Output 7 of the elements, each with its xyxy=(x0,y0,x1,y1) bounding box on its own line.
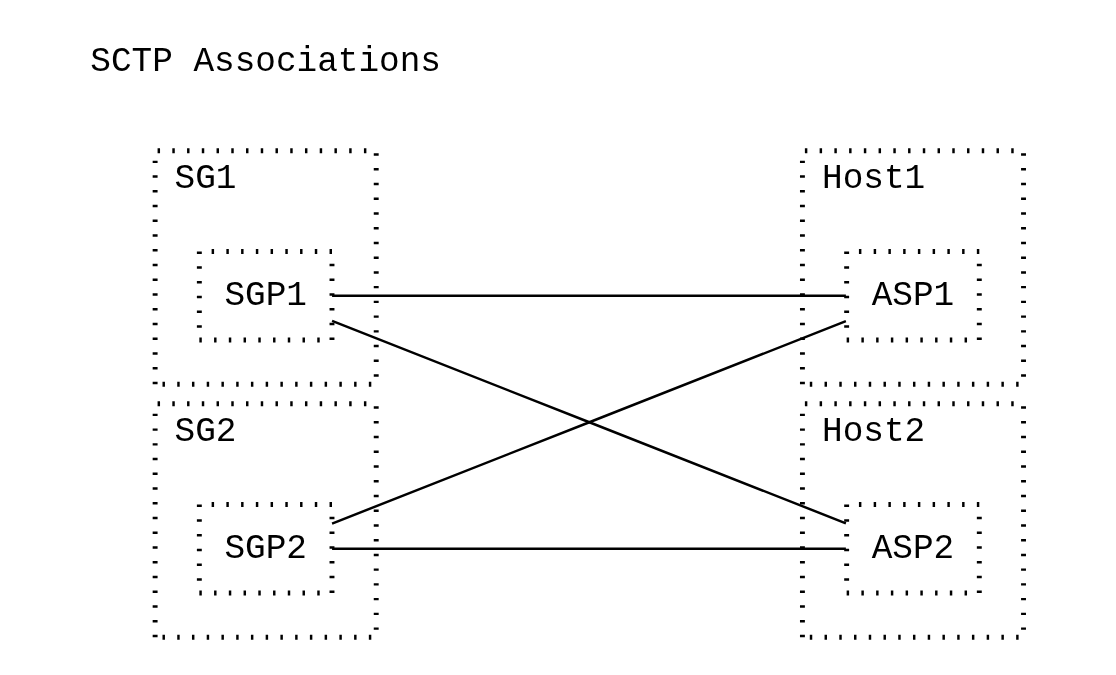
label: SCTP Associations xyxy=(90,42,442,82)
node-box: ASP2 xyxy=(844,502,982,596)
node-box: SGP2 xyxy=(196,502,335,596)
connector xyxy=(332,294,846,297)
node-box: ASP1 xyxy=(844,249,982,343)
node-box: SGP1 xyxy=(196,249,335,343)
connector xyxy=(332,547,846,550)
